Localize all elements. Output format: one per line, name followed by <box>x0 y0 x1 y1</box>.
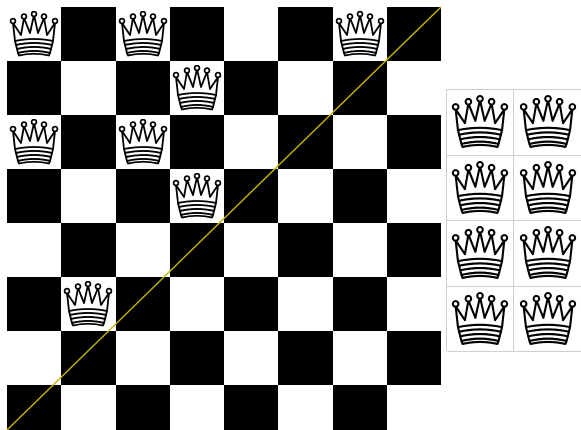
board-square[interactable] <box>7 115 61 169</box>
board-square[interactable] <box>278 61 332 115</box>
board-square[interactable] <box>7 223 61 277</box>
board-square[interactable] <box>387 7 441 61</box>
board-square[interactable] <box>333 277 387 331</box>
board-square[interactable] <box>387 331 441 385</box>
white-queen-icon[interactable] <box>335 11 385 57</box>
reserve-slot[interactable] <box>447 221 514 287</box>
board-square[interactable] <box>116 277 170 331</box>
board-square[interactable] <box>170 385 224 430</box>
reserve-slot[interactable] <box>514 156 581 222</box>
board-square[interactable] <box>61 115 115 169</box>
board-square[interactable] <box>116 331 170 385</box>
board-square[interactable] <box>116 115 170 169</box>
queen-reserve-tray <box>446 89 581 351</box>
reserve-slot[interactable] <box>447 90 514 156</box>
board-square[interactable] <box>387 115 441 169</box>
board-square[interactable] <box>224 331 278 385</box>
white-queen-icon[interactable] <box>519 291 577 347</box>
board-square[interactable] <box>387 277 441 331</box>
board-square[interactable] <box>333 385 387 430</box>
board-square[interactable] <box>278 223 332 277</box>
white-queen-icon[interactable] <box>451 291 509 347</box>
reserve-slot[interactable] <box>514 221 581 287</box>
board-square[interactable] <box>224 7 278 61</box>
board-square[interactable] <box>333 169 387 223</box>
board-square[interactable] <box>116 223 170 277</box>
board-square[interactable] <box>170 169 224 223</box>
board-square[interactable] <box>116 169 170 223</box>
white-queen-icon[interactable] <box>9 11 59 57</box>
board-square[interactable] <box>333 61 387 115</box>
white-queen-icon[interactable] <box>9 119 59 165</box>
board-square[interactable] <box>387 169 441 223</box>
board-square[interactable] <box>170 331 224 385</box>
board-square[interactable] <box>278 169 332 223</box>
board-square[interactable] <box>224 115 278 169</box>
board-square[interactable] <box>116 385 170 430</box>
white-queen-icon[interactable] <box>118 119 168 165</box>
board-square[interactable] <box>61 169 115 223</box>
board-square[interactable] <box>278 115 332 169</box>
board-square[interactable] <box>333 115 387 169</box>
board-square[interactable] <box>7 61 61 115</box>
board-square[interactable] <box>278 7 332 61</box>
white-queen-icon[interactable] <box>519 94 577 150</box>
reserve-slot[interactable] <box>447 287 514 353</box>
reserve-slot[interactable] <box>514 287 581 353</box>
board-square[interactable] <box>278 331 332 385</box>
board-square[interactable] <box>387 223 441 277</box>
board-square[interactable] <box>7 331 61 385</box>
board-square[interactable] <box>224 61 278 115</box>
board-square[interactable] <box>333 7 387 61</box>
board-square[interactable] <box>333 331 387 385</box>
white-queen-icon[interactable] <box>451 160 509 216</box>
board-square[interactable] <box>116 61 170 115</box>
board-square[interactable] <box>224 385 278 430</box>
white-queen-icon[interactable] <box>519 160 577 216</box>
board-square[interactable] <box>278 277 332 331</box>
board-square[interactable] <box>61 7 115 61</box>
board-square[interactable] <box>61 385 115 430</box>
white-queen-icon[interactable] <box>451 225 509 281</box>
board-square[interactable] <box>387 61 441 115</box>
board-square[interactable] <box>170 61 224 115</box>
white-queen-icon[interactable] <box>172 173 222 219</box>
board-square[interactable] <box>61 61 115 115</box>
reserve-slot[interactable] <box>447 156 514 222</box>
white-queen-icon[interactable] <box>172 65 222 111</box>
white-queen-icon[interactable] <box>451 94 509 150</box>
board-square[interactable] <box>7 385 61 430</box>
board-square[interactable] <box>61 223 115 277</box>
board-square[interactable] <box>224 223 278 277</box>
board-square[interactable] <box>278 385 332 430</box>
board-square[interactable] <box>170 277 224 331</box>
white-queen-icon[interactable] <box>118 11 168 57</box>
white-queen-icon[interactable] <box>519 225 577 281</box>
board-square[interactable] <box>61 331 115 385</box>
board-square[interactable] <box>7 7 61 61</box>
chessboard <box>7 7 441 430</box>
board-square[interactable] <box>224 277 278 331</box>
reserve-slot[interactable] <box>514 90 581 156</box>
board-square[interactable] <box>387 385 441 430</box>
white-queen-icon[interactable] <box>63 281 113 327</box>
board-square[interactable] <box>7 277 61 331</box>
board-square[interactable] <box>61 277 115 331</box>
board-square[interactable] <box>170 7 224 61</box>
board-square[interactable] <box>170 223 224 277</box>
board-square[interactable] <box>7 169 61 223</box>
board-square[interactable] <box>170 115 224 169</box>
board-square[interactable] <box>333 223 387 277</box>
board-square[interactable] <box>224 169 278 223</box>
board-square[interactable] <box>116 7 170 61</box>
